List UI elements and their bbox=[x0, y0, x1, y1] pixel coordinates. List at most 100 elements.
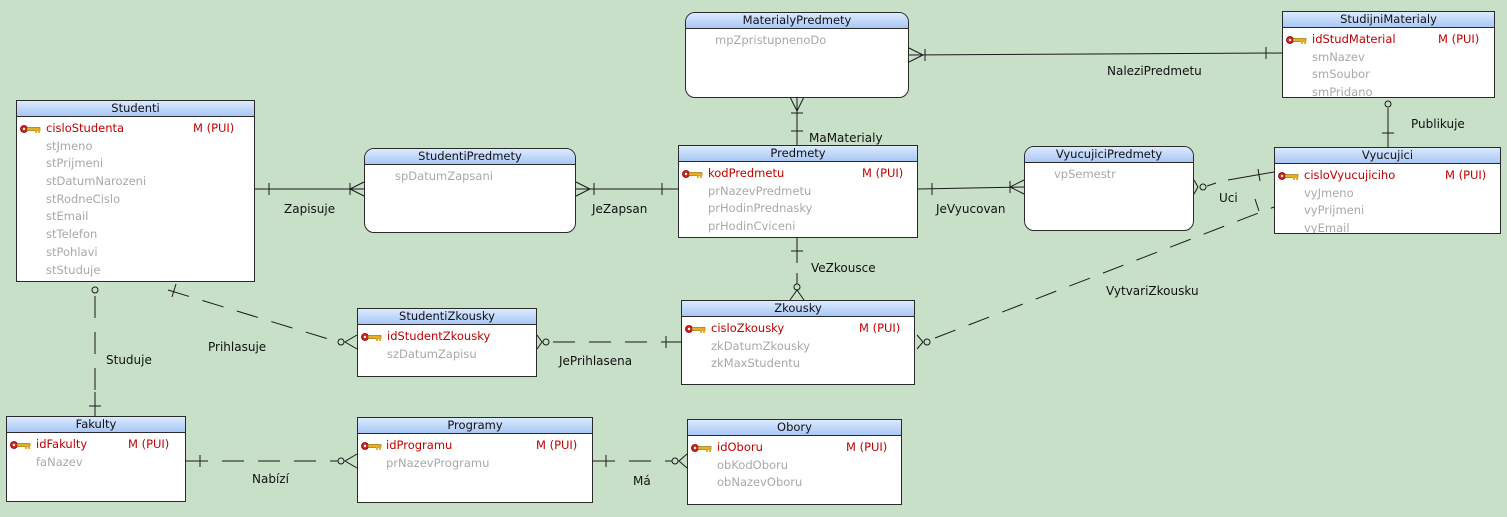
attribute-name: prNazevProgramu bbox=[386, 455, 490, 470]
attribute-row: vpSemestr bbox=[1025, 166, 1193, 184]
link-nalezi-predmetu bbox=[908, 47, 1283, 63]
label-zapisuje: Zapisuje bbox=[284, 202, 336, 216]
attribute-row: zkMaxStudentu bbox=[682, 355, 914, 373]
link-publikuje bbox=[1382, 100, 1394, 147]
attribute-name: obKodOboru bbox=[717, 457, 789, 472]
attribute-name: obNazevOboru bbox=[717, 475, 803, 490]
attribute-name: vpSemestr bbox=[1054, 167, 1116, 181]
attribute-flags: M (PUI) bbox=[128, 437, 170, 451]
attribute-row: stTelefon bbox=[17, 226, 254, 244]
entity-title: Predmety bbox=[679, 146, 917, 162]
attribute-name: idStudentZkousky bbox=[387, 329, 491, 343]
attribute-name: idProgramu bbox=[386, 438, 453, 452]
entity-title: StudijniMaterialy bbox=[1283, 12, 1494, 28]
attribute-name: vyEmail bbox=[1304, 221, 1350, 234]
link-uci bbox=[1193, 168, 1275, 195]
attribute-name: zkDatumZkousky bbox=[711, 338, 811, 353]
label-ma: Má bbox=[633, 474, 651, 488]
attribute-row: vyEmail bbox=[1275, 220, 1500, 234]
attribute-row: obKodOboru bbox=[688, 457, 901, 475]
attribute-list: mpZpristupnenoDo bbox=[686, 29, 908, 50]
attribute-row: stDatumNarozeni bbox=[17, 173, 254, 191]
label-uci: Uci bbox=[1219, 191, 1238, 205]
attribute-flags: M (PUI) bbox=[1445, 168, 1487, 182]
attribute-row: vyJmeno bbox=[1275, 185, 1500, 203]
attribute-row: prNazevProgramu bbox=[358, 455, 592, 473]
label-prihlasuje: Prihlasuje bbox=[208, 340, 267, 354]
label-nabizi: Nabízí bbox=[252, 472, 289, 486]
attribute-name: szDatumZapisu bbox=[387, 346, 477, 361]
attribute-name: vyJmeno bbox=[1304, 185, 1354, 200]
entity-studenti-zkousky[interactable]: StudentiZkousky idStudentZkousky szDatumZa… bbox=[357, 308, 537, 377]
label-je-zapsan: JeZapsan bbox=[592, 202, 648, 216]
attribute-row: stEmail bbox=[17, 208, 254, 226]
attribute-row: obNazevOboru bbox=[688, 474, 901, 492]
entity-title: Zkousky bbox=[682, 301, 914, 317]
label-nalezi-predmetu: NaleziPredmetu bbox=[1107, 64, 1202, 78]
attribute-name: idOboru bbox=[717, 440, 763, 454]
attribute-name: mpZpristupnenoDo bbox=[715, 33, 827, 47]
attribute-row: stRodneCislo bbox=[17, 191, 254, 209]
attribute-name: spDatumZapsani bbox=[395, 169, 493, 183]
link-zapisuje bbox=[255, 181, 365, 197]
attribute-row: prHodinCviceni bbox=[679, 218, 917, 236]
attribute-row: zkDatumZkousky bbox=[682, 338, 914, 356]
attribute-name: stTelefon bbox=[46, 227, 98, 242]
attribute-row: vyPrijmeni bbox=[1275, 202, 1500, 220]
attribute-row: mpZpristupnenoDo bbox=[686, 32, 908, 50]
label-ve-zkousce: VeZkousce bbox=[811, 261, 876, 275]
link-je-prihlasena-ends bbox=[536, 334, 681, 350]
attribute-name: faNazev bbox=[36, 454, 83, 469]
link-vytvari-zkousku-ends bbox=[916, 198, 1260, 350]
attribute-name: stDatumNarozeni bbox=[46, 174, 147, 189]
attribute-name: cisloVyucujiciho bbox=[1304, 168, 1396, 182]
attribute-name: smSoubor bbox=[1312, 67, 1370, 82]
link-nabizi-ends bbox=[199, 453, 358, 469]
label-vytvari-zkousku: VytvariZkousku bbox=[1106, 284, 1199, 298]
link-prihlasuje bbox=[167, 289, 336, 342]
attribute-row: stPrijmeni bbox=[17, 155, 254, 173]
attribute-name: stJmeno bbox=[46, 138, 93, 153]
attribute-name: smNazev bbox=[1312, 49, 1365, 64]
attribute-row: prHodinPrednasky bbox=[679, 200, 917, 218]
link-ma-materialy bbox=[789, 96, 805, 145]
link-studuje-ends bbox=[89, 286, 101, 416]
entity-vyucujici-predmety[interactable]: VyucujiciPredmety vpSemestr bbox=[1024, 146, 1194, 231]
attribute-row: smPridano bbox=[1283, 84, 1494, 97]
link-ve-zkousce bbox=[789, 237, 805, 301]
attribute-flags: M (PUI) bbox=[193, 121, 235, 135]
entity-title: StudentiZkousky bbox=[358, 309, 536, 325]
primary-key-row: cisloVyucujiciho M (PUI) bbox=[1275, 167, 1500, 185]
entity-title: Programy bbox=[358, 418, 592, 434]
attribute-name: prHodinCviceni bbox=[708, 219, 796, 234]
attribute-name: vyPrijmeni bbox=[1304, 203, 1365, 218]
link-je-zapsan bbox=[575, 181, 678, 197]
entity-title: VyucujiciPredmety bbox=[1025, 147, 1193, 163]
attribute-list: spDatumZapsani bbox=[365, 165, 575, 186]
attribute-list: idStudentZkousky szDatumZapisu bbox=[358, 325, 536, 363]
attribute-row: stJmeno bbox=[17, 138, 254, 156]
label-je-prihlasena: JePrihlasena bbox=[559, 354, 633, 368]
link-je-vyucovan bbox=[917, 179, 1025, 195]
